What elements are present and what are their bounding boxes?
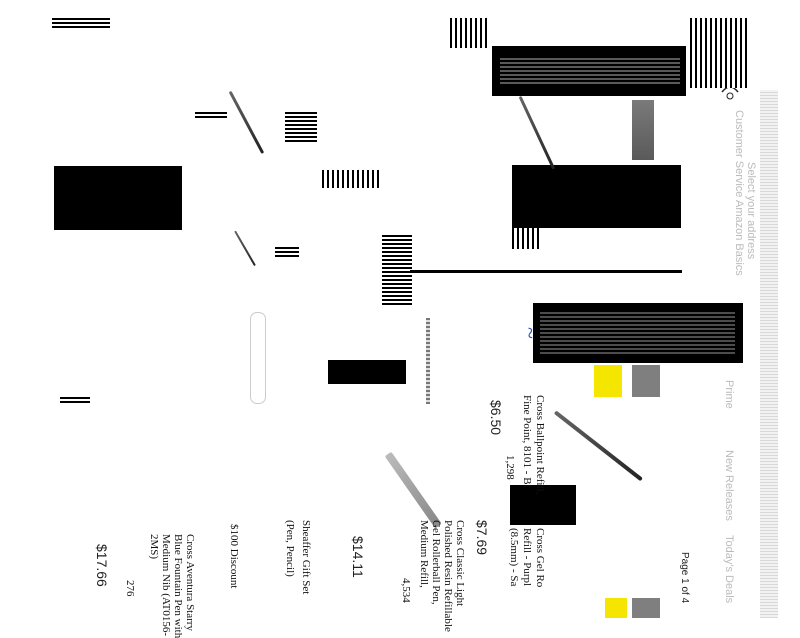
product-price: $17.66 bbox=[94, 544, 110, 587]
product-title[interactable]: Cross Gel Ro bbox=[534, 528, 546, 588]
redacted-product-title bbox=[510, 485, 576, 525]
handwriting-mark: ~ bbox=[518, 327, 543, 339]
add-to-cart-badge[interactable] bbox=[605, 598, 627, 618]
rating-count: 276 bbox=[124, 580, 136, 597]
product-title[interactable]: Fine Point, 8101 - Bl bbox=[521, 395, 533, 488]
redacted-top-text bbox=[450, 18, 490, 48]
product-title[interactable]: (Pen, Pencil) bbox=[284, 520, 296, 577]
product-title[interactable]: Refill - Purpl bbox=[521, 528, 533, 587]
scan-artifact bbox=[285, 112, 317, 142]
scan-artifact bbox=[275, 245, 299, 257]
product-title[interactable]: Sheaffer Gift Set bbox=[300, 520, 312, 595]
redacted-product-image bbox=[533, 303, 743, 363]
pen-image bbox=[384, 451, 442, 529]
redacted-account-block bbox=[492, 46, 686, 96]
product-title[interactable]: 2MS) bbox=[148, 534, 160, 560]
pen-image bbox=[234, 230, 256, 267]
divider-line bbox=[410, 270, 682, 273]
product-title[interactable]: Cross Ballpoint Refill, bbox=[534, 395, 546, 495]
pen-image bbox=[250, 312, 266, 404]
product-title[interactable]: (8.5mm) - Sa bbox=[508, 528, 520, 587]
product-price: $6.50 bbox=[488, 400, 504, 436]
redacted-product-small bbox=[328, 360, 406, 384]
product-price: $14.11 bbox=[350, 536, 366, 578]
scan-artifact bbox=[322, 170, 380, 188]
scan-artifact bbox=[195, 110, 227, 118]
nav-item-new-releases[interactable]: New Releases bbox=[723, 450, 735, 521]
product-thumbnail-grey bbox=[632, 365, 660, 397]
product-price: $7.69 bbox=[474, 520, 490, 556]
pagination-label: Page 1 of 4 bbox=[679, 552, 690, 604]
header-band bbox=[760, 90, 778, 618]
product-title[interactable]: Polished Resin Refillable bbox=[442, 520, 454, 632]
scan-artifact bbox=[60, 395, 90, 403]
scan-artifact bbox=[512, 225, 542, 249]
rating-count: 1,298 bbox=[504, 455, 516, 480]
address-link[interactable]: Select your address bbox=[745, 162, 757, 260]
nav-item-prime[interactable]: Prime bbox=[723, 380, 735, 409]
product-thumbnail-grey bbox=[632, 598, 660, 618]
product-title[interactable]: Cross Aventura Starry bbox=[184, 534, 196, 631]
nav-item-customer-service[interactable]: Customer Service bbox=[733, 110, 745, 198]
redacted-account-text bbox=[500, 56, 680, 86]
product-title[interactable]: Cross Classic Light bbox=[454, 520, 466, 607]
redacted-header-text bbox=[690, 18, 750, 88]
product-thumbnail-grey bbox=[632, 100, 654, 160]
pen-image bbox=[426, 318, 430, 404]
redacted-product-text bbox=[540, 310, 735, 356]
product-title[interactable]: Medium Nib (AT0156- bbox=[160, 534, 172, 637]
coupon-text: $100 Discount bbox=[228, 524, 240, 589]
nav-item-todays-deals[interactable]: Today's Deals bbox=[723, 535, 735, 604]
product-title[interactable]: Gel Rollerball Pen, bbox=[430, 520, 442, 605]
product-title[interactable]: Medium Refill, bbox=[418, 520, 430, 588]
pen-image bbox=[518, 95, 556, 170]
scan-artifact bbox=[52, 18, 110, 28]
product-title[interactable]: Blue Fountain Pen with bbox=[172, 534, 184, 638]
pen-image bbox=[553, 410, 643, 482]
add-to-cart-badge[interactable] bbox=[594, 365, 622, 397]
nav-item-amazon-basics[interactable]: Amazon Basics bbox=[733, 200, 745, 276]
rating-count: 4,534 bbox=[400, 578, 412, 603]
pen-image bbox=[228, 90, 265, 155]
redacted-product-image bbox=[512, 165, 681, 228]
redacted-left-block bbox=[54, 166, 182, 230]
scan-artifact bbox=[382, 235, 412, 305]
